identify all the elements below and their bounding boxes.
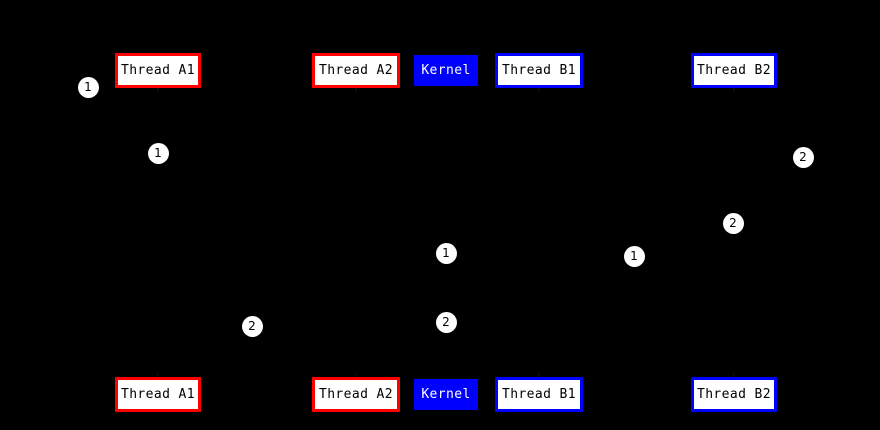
stub-b2-top (733, 88, 735, 92)
participant-top-thread-b1[interactable]: Thread B1 (495, 53, 583, 88)
marker-2-b2-top: 2 (792, 146, 814, 168)
marker-2-a2-left: 2 (241, 315, 263, 337)
participant-bottom-thread-b1-end[interactable]: Thread B1 (495, 377, 583, 412)
lifeline-thread-a2 (356, 88, 357, 377)
sequence-number-label: 2 (442, 315, 450, 329)
stub-b1-top (538, 88, 540, 92)
sequence-number-label: 1 (154, 146, 162, 160)
stub-b2-bot (733, 373, 735, 377)
sequence-number-label: 2 (248, 319, 256, 333)
sequence-number-label: 2 (799, 150, 807, 164)
sequence-number-label: 1 (630, 249, 638, 263)
marker-1-kernel-upper: 1 (435, 242, 457, 264)
msg-1-a1-self (157, 105, 158, 135)
marker-2-kernel-lower: 2 (435, 311, 457, 333)
sequence-number-label: 2 (729, 216, 737, 230)
sequence-number-label: 1 (442, 246, 450, 260)
marker-2-b2-lifeline: 2 (722, 212, 744, 234)
msg-2-kernel-a1 (158, 319, 447, 330)
participant-label: Thread B2 (696, 387, 772, 402)
stub-a2-bot (355, 373, 357, 377)
sequence-number-label: 1 (84, 80, 92, 94)
participant-label: Kernel (421, 63, 471, 78)
marker-1-left-top: 1 (77, 76, 99, 98)
participant-bottom-kernel-end[interactable]: Kernel (414, 379, 478, 410)
participant-bottom-thread-a1-end[interactable]: Thread A1 (115, 377, 201, 412)
participant-top-thread-b2[interactable]: Thread B2 (691, 53, 777, 88)
stub-a1-bot (157, 373, 159, 377)
participant-label: Thread B1 (501, 387, 577, 402)
lifeline-kernel (446, 86, 447, 379)
participant-label: Thread B1 (501, 63, 577, 78)
participant-top-thread-a1[interactable]: Thread A1 (115, 53, 201, 88)
participant-label: Thread A2 (318, 63, 394, 78)
participant-bottom-thread-b2-end[interactable]: Thread B2 (691, 377, 777, 412)
stub-a1-top (157, 88, 159, 92)
marker-1-a1-lifeline: 1 (147, 142, 169, 164)
msg-1-kernel-b1 (446, 250, 735, 263)
stub-a2-top (355, 88, 357, 92)
lifeline-thread-b1 (539, 88, 540, 377)
msg-2-b2-kernel (445, 164, 734, 315)
participant-top-kernel[interactable]: Kernel (414, 55, 478, 86)
stub-b1-bot (538, 373, 540, 377)
msg-1-a1-kernel (157, 160, 446, 246)
participant-label: Thread A1 (120, 387, 196, 402)
participant-label: Kernel (421, 387, 471, 402)
participant-bottom-thread-a2-end[interactable]: Thread A2 (312, 377, 400, 412)
marker-1-b1-right: 1 (623, 245, 645, 267)
participant-label: Thread A2 (318, 387, 394, 402)
participant-label: Thread A1 (120, 63, 196, 78)
participant-label: Thread B2 (696, 63, 772, 78)
participant-top-thread-a2[interactable]: Thread A2 (312, 53, 400, 88)
lifeline-thread-a1 (158, 88, 159, 377)
